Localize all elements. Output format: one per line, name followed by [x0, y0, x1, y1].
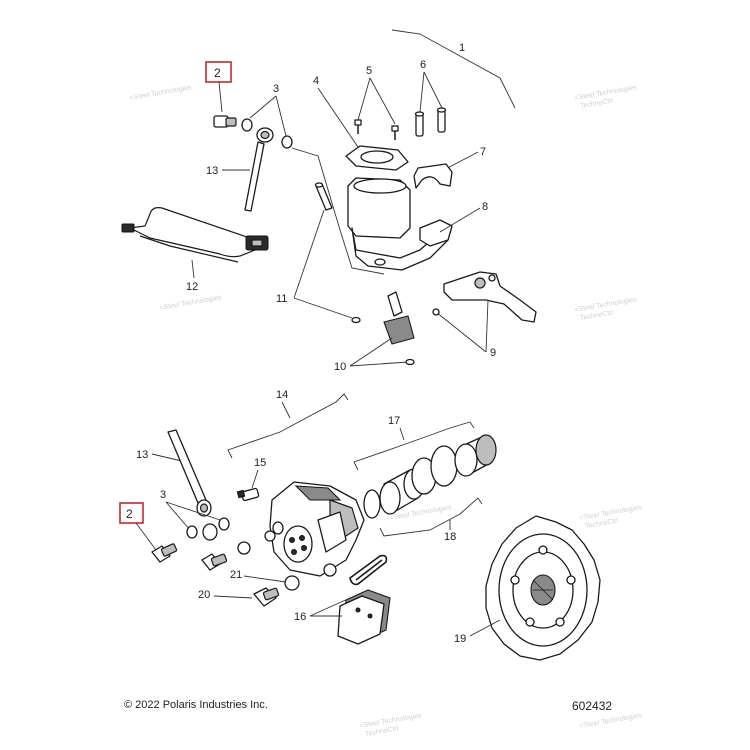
callout-11: 11: [276, 293, 287, 305]
leader-2-lower: [135, 522, 157, 551]
leader-3-upper: [249, 95, 287, 137]
copyright-notice: © 2022 Polaris Industries Inc.: [124, 699, 268, 711]
lever-bushing: [432, 308, 440, 316]
callout-19: 19: [454, 633, 466, 645]
sealing-washer: [186, 525, 198, 539]
washer: [264, 530, 276, 542]
sealing-washer: [218, 517, 230, 531]
mounting-pin: [436, 107, 447, 133]
leader-3-lower: [165, 501, 221, 531]
callout-20: 20: [198, 589, 210, 601]
assembly-18-bracket: [379, 497, 483, 537]
leader-6: [419, 71, 443, 113]
leader-19: [469, 619, 501, 637]
assembly-14-bracket: [227, 393, 349, 459]
svg-text:<Steel Technologies: <Steel Technologies: [579, 712, 642, 730]
leader-14: [281, 401, 291, 419]
callout-12: 12: [186, 281, 198, 293]
leader-20: [213, 595, 253, 599]
banjo-eye: [202, 523, 218, 541]
watermark: <Steel Technologies TechnoCtrl: [574, 84, 637, 110]
callout-7: 7: [480, 146, 486, 158]
cap-screw: [354, 119, 362, 134]
callout-8: 8: [482, 201, 488, 213]
handlebar-clamp: [413, 163, 453, 189]
callout-14: 14: [276, 389, 288, 401]
small-washer: [351, 316, 361, 324]
highlight-box-2-upper: [205, 61, 232, 83]
brake-lever: [443, 271, 537, 323]
svg-text:<Steel Technologies: <Steel Technologies: [129, 84, 192, 102]
washer: [237, 541, 251, 555]
dust-seal: [363, 489, 381, 519]
leader-12: [191, 259, 195, 279]
banjo-bolt-lower: [151, 543, 178, 563]
watermark: <Steel Technologies TechnoCtrl: [574, 296, 637, 322]
callout-15: 15: [254, 457, 266, 469]
banjo-bolt-upper: [213, 115, 237, 128]
reservoir-cap: [345, 145, 409, 171]
piston-seal: [430, 445, 458, 487]
leader-11: [293, 209, 353, 319]
callout-21: 21: [230, 569, 242, 581]
callout-13-lower: 13: [136, 449, 148, 461]
callout-1: 1: [459, 42, 465, 54]
hinge-pin: [314, 182, 333, 211]
brake-switch-harness: [121, 207, 269, 263]
caliper-bolt: [253, 587, 280, 607]
bleeder-valve: [236, 487, 260, 502]
assembly-1-bracket: [391, 29, 516, 109]
sealing-washer: [241, 118, 253, 132]
callout-5: 5: [366, 65, 372, 77]
master-cylinder-body: [347, 177, 453, 271]
assembly-17-bracket: [353, 421, 475, 471]
mounting-bolt: [201, 553, 228, 571]
leader-assembly: [291, 147, 385, 275]
callout-6: 6: [420, 59, 426, 71]
brake-line-lower: [167, 429, 212, 517]
small-washer: [405, 358, 415, 366]
watermark: <Steel Technologies TechnoCtrl: [579, 504, 642, 530]
leader-8: [439, 207, 481, 233]
watermark: <Steel Technologies: [159, 294, 222, 312]
leader-4: [317, 87, 361, 151]
pad-spring-clip: [349, 554, 388, 586]
watermark: <Steel Technologies: [129, 84, 192, 102]
leader-10: [349, 337, 409, 367]
watermark: <Steel Technologies: [579, 712, 642, 730]
brake-line-upper: [244, 127, 274, 212]
sealing-washer: [281, 135, 293, 149]
diagram-number: 602432: [572, 699, 613, 713]
brake-rotor: [485, 515, 601, 661]
watermark: <Steel Technologies TechnoCtrl: [359, 712, 422, 738]
brake-pads: [337, 589, 391, 645]
callout-16: 16: [294, 611, 306, 623]
leader-16: [309, 597, 351, 617]
callout-3-lower: 3: [160, 489, 166, 501]
callout-10: 10: [334, 361, 346, 373]
callout-18: 18: [444, 531, 456, 543]
callout-13-upper: 13: [206, 165, 218, 177]
svg-text:<Steel Technologies: <Steel Technologies: [159, 294, 222, 312]
brake-light-switch: [383, 291, 415, 345]
callout-17: 17: [388, 415, 400, 427]
leader-15: [251, 469, 259, 489]
callout-2-lower: 2: [126, 507, 133, 521]
piston-sleeve: [454, 434, 497, 477]
leader-21: [243, 575, 287, 583]
leader-9: [435, 299, 489, 353]
washer: [284, 575, 300, 591]
mounting-pin: [414, 111, 425, 137]
leader-2-upper: [218, 81, 223, 113]
cap-screw: [391, 125, 399, 140]
callout-3-upper: 3: [273, 83, 279, 95]
leader-5: [357, 77, 396, 125]
callout-4: 4: [313, 75, 319, 87]
highlight-box-2-lower: [119, 502, 144, 524]
callout-2-upper: 2: [214, 66, 221, 80]
brake-caliper: [269, 481, 365, 577]
callout-9: 9: [490, 347, 496, 359]
